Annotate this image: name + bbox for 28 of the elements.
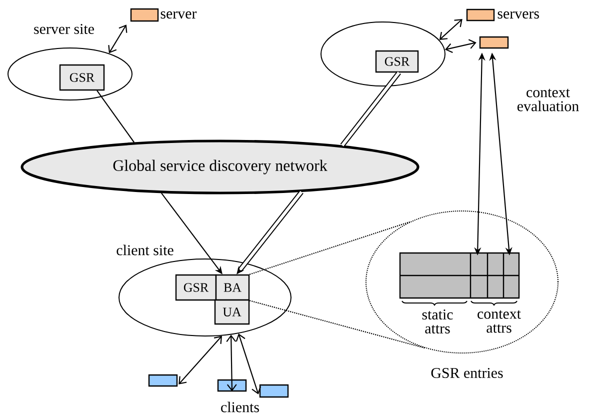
node-label: server site [34,24,94,34]
arrow [178,336,222,384]
node-label: GSR entries [431,368,503,378]
gsr-box: UA [214,299,250,325]
arrow [439,19,462,40]
brace-label: static attrs [422,310,453,334]
gsr-box: GSR [375,50,419,73]
client-box [148,374,178,387]
dotted-line [249,300,426,349]
node-label: server [160,11,197,19]
text-label: clients [221,402,259,412]
client-box [217,379,247,392]
server-box [479,36,509,49]
gsr-box: GSR [59,64,105,91]
site-ellipse [320,22,446,86]
client-box [259,384,289,398]
arrow [444,39,476,54]
node-label: client site [116,244,174,256]
gsr-box: BA [215,274,250,301]
arrow [226,334,237,392]
edge-label: context evaluation [512,88,584,112]
brace-label: context attrs [478,310,521,333]
node-label: servers [498,11,539,19]
table-drawing [399,252,520,299]
arrow [108,24,128,54]
dotted-line [249,221,410,275]
gsr-box: GSR [175,274,217,301]
arrow [236,333,262,394]
